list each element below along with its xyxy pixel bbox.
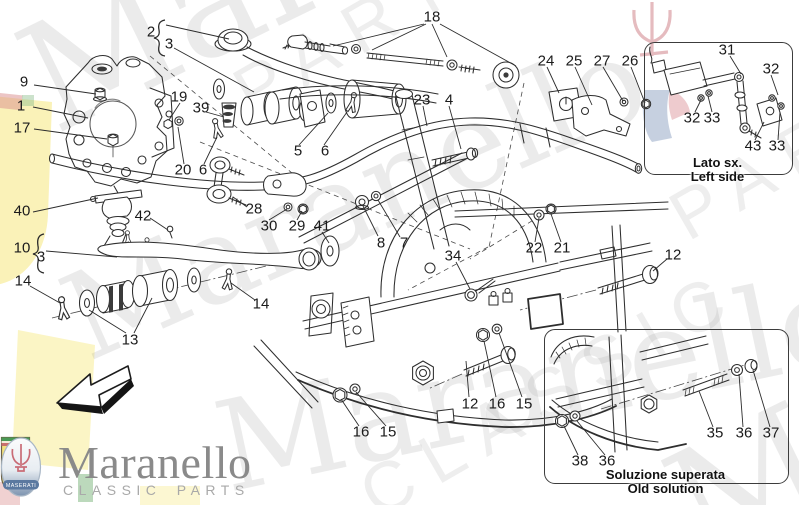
part-label-21: 21 [553,239,571,257]
part-label-3: 3 [164,35,174,53]
ferrari-shield-ghost [0,92,200,505]
part-label-3: 3 [36,248,46,266]
part-label-34: 34 [444,247,462,265]
part-label-4: 4 [444,91,454,109]
part-label-36: 36 [598,452,616,470]
part-label-17: 17 [13,119,31,137]
part-label-32: 32 [762,60,780,78]
inset-old-solution-caption: Soluzione superata Old solution [544,468,787,495]
leader-lines [29,23,781,456]
part-label-38: 38 [571,452,589,470]
suspension-line-art [48,28,785,453]
part-label-7: 7 [399,234,409,252]
part-label-12: 12 [461,395,479,413]
maserati-wordmark: MASERATI [6,483,36,489]
part-label-39: 39 [192,99,210,117]
caption-lato-sx: Lato sx. [692,155,743,170]
part-label-1: 1 [16,97,26,115]
old-solution-inset-art [549,334,758,453]
part-label-5: 5 [293,142,303,160]
inset-left-side-box [644,42,793,175]
part-label-6: 6 [320,142,330,160]
label-braces [32,19,166,274]
part-label-19: 19 [170,88,188,106]
part-label-33: 33 [768,137,786,155]
part-label-31: 31 [718,41,736,59]
part-label-12: 12 [664,246,682,264]
height-sensor-inset-art [649,46,785,139]
anti-roll-bar [48,87,652,197]
part-label-40: 40 [13,202,31,220]
classic-parts-wordmark: CLASSIC PARTS [63,482,250,498]
knuckle [63,54,184,187]
part-label-15: 15 [379,423,397,441]
part-label-27: 27 [593,52,611,70]
part-label-36: 36 [735,424,753,442]
branding-bar: Ferrari Maranello CLASSIC PARTS MASERATI [0,436,320,505]
part-label-6: 6 [198,161,208,179]
part-label-28: 28 [245,200,263,218]
upper-arm [212,28,407,128]
part-label-18: 18 [423,8,441,26]
part-label-8: 8 [376,234,386,252]
part-label-13: 13 [121,331,139,349]
part-label-23: 23 [413,91,431,109]
caption-left-side: Left side [690,168,745,184]
part-label-35: 35 [706,424,724,442]
part-label-30: 30 [260,217,278,235]
lower-arm [78,185,322,317]
part-label-9: 9 [19,73,29,91]
part-label-26: 26 [621,52,639,70]
part-label-42: 42 [134,207,152,225]
inset-old-solution-box [544,329,789,484]
frame-fasteners [320,147,659,403]
chassis-frame [253,88,669,428]
caption-old-solution: Old solution [627,480,704,496]
trident-icon [11,444,31,472]
part-label-43: 43 [744,137,762,155]
part-label-41: 41 [313,217,331,235]
maranello-wordmark: Maranello [58,437,252,488]
part-label-33: 33 [703,109,721,127]
part-label-37: 37 [762,424,780,442]
part-label-15: 15 [515,395,533,413]
part-label-2: 2 [146,23,156,41]
part-label-14: 14 [14,272,32,290]
part-label-10: 10 [13,239,31,257]
direction-arrow [56,365,134,414]
caption-soluzione-superata: Soluzione superata [605,467,726,482]
part-label-25: 25 [565,52,583,70]
part-label-29: 29 [288,217,306,235]
drop-link [206,156,309,215]
part-label-16: 16 [352,423,370,441]
toe-links [282,34,520,89]
part-label-24: 24 [537,52,555,70]
part-label-20: 20 [174,161,192,179]
part-label-22: 22 [525,239,543,257]
part-label-32: 32 [683,109,701,127]
maserati-logo: MASERATI [0,437,42,497]
part-label-16: 16 [488,395,506,413]
inset-left-side-caption: Lato sx. Left side [644,156,791,183]
part-label-14: 14 [252,295,270,313]
